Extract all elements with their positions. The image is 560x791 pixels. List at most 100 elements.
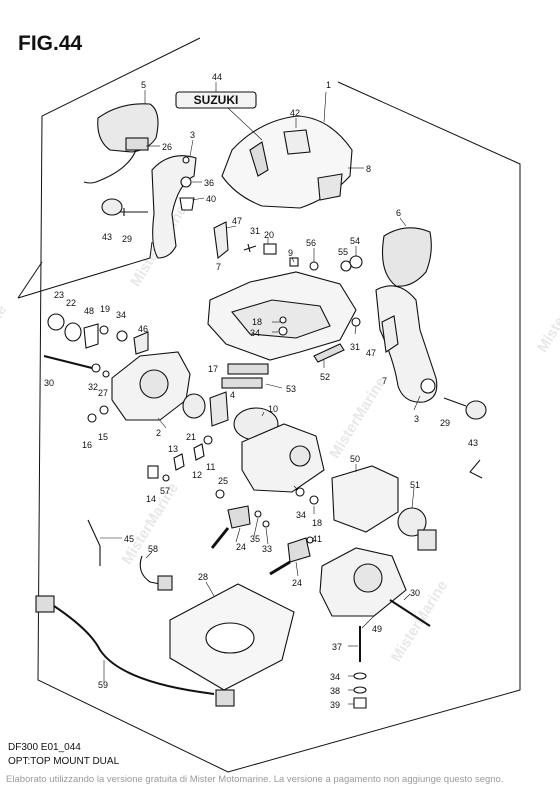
callout-48: 48 bbox=[84, 306, 94, 316]
callout-14: 14 bbox=[146, 494, 156, 504]
washer-56 bbox=[309, 261, 319, 271]
callout-27: 27 bbox=[98, 388, 108, 398]
pin-27 bbox=[102, 370, 110, 378]
handle-cap-right bbox=[381, 227, 432, 287]
callout-21: 21 bbox=[186, 432, 196, 442]
harness-58-connector bbox=[157, 575, 173, 591]
callout-59: 59 bbox=[98, 680, 108, 690]
leader-lines bbox=[100, 82, 421, 705]
control-lever-right bbox=[375, 285, 438, 403]
callout-7-left: 7 bbox=[216, 262, 221, 272]
callout-33: 33 bbox=[262, 544, 272, 554]
cable-tie-45 bbox=[87, 519, 101, 566]
rubber-pad-17 bbox=[227, 363, 269, 375]
callout-5: 5 bbox=[141, 80, 146, 90]
screw-29-right bbox=[443, 397, 467, 407]
model-code: DF300 E01_044 bbox=[8, 742, 81, 753]
callout-18-mid: 18 bbox=[312, 518, 322, 528]
callout-34-top: 34 bbox=[250, 328, 260, 338]
callout-53: 53 bbox=[286, 384, 296, 394]
callout-34-bottom: 34 bbox=[330, 672, 340, 682]
callout-24-a: 24 bbox=[236, 542, 246, 552]
grommet-right bbox=[465, 400, 487, 420]
bolt-40 bbox=[179, 197, 195, 211]
callout-labels: 1 2 3 3 4 5 6 7 7 8 9 10 11 12 13 14 15 … bbox=[44, 72, 478, 710]
detent-plate-left bbox=[213, 221, 229, 260]
control-housing-right bbox=[331, 465, 399, 533]
harness-59-connector-a bbox=[35, 595, 55, 613]
callout-17: 17 bbox=[208, 364, 218, 374]
pin-12 bbox=[193, 443, 205, 461]
neutral-switch-24b bbox=[287, 537, 311, 563]
screw-31-right bbox=[351, 317, 361, 327]
clip-48 bbox=[83, 323, 99, 349]
callout-9: 9 bbox=[288, 248, 293, 258]
callout-3-right: 3 bbox=[414, 414, 419, 424]
detent-plate-right bbox=[381, 315, 399, 353]
callout-26: 26 bbox=[162, 142, 172, 152]
figure-title: FIG.44 bbox=[18, 32, 83, 55]
suzuki-badge: SUZUKI bbox=[175, 91, 257, 109]
callout-30-left: 30 bbox=[44, 378, 54, 388]
harness-59-connector-b bbox=[215, 689, 235, 707]
callout-57: 57 bbox=[160, 486, 170, 496]
callout-31-left: 31 bbox=[250, 226, 260, 236]
callout-45: 45 bbox=[124, 534, 134, 544]
callout-40: 40 bbox=[206, 194, 216, 204]
callout-23: 23 bbox=[54, 290, 64, 300]
callout-28: 28 bbox=[198, 572, 208, 582]
shaft-51 bbox=[417, 529, 437, 551]
screw-33 bbox=[262, 520, 270, 528]
trim-switch-harness bbox=[83, 137, 149, 184]
callout-13: 13 bbox=[168, 444, 178, 454]
callout-43-right: 43 bbox=[468, 438, 478, 448]
switch-14 bbox=[147, 465, 159, 479]
callout-58: 58 bbox=[148, 544, 158, 554]
gear-21 bbox=[182, 393, 206, 419]
callout-8: 8 bbox=[366, 164, 371, 174]
switch-wire-b bbox=[269, 560, 291, 576]
callout-41: 41 bbox=[312, 534, 322, 544]
nut-20 bbox=[263, 243, 277, 255]
harness-58 bbox=[139, 555, 161, 585]
callout-50: 50 bbox=[350, 454, 360, 464]
callout-38: 38 bbox=[330, 686, 340, 696]
screw-31-left bbox=[243, 243, 257, 253]
switch-wire bbox=[210, 527, 230, 549]
callout-39: 39 bbox=[330, 700, 340, 710]
callout-25: 25 bbox=[218, 476, 228, 486]
callout-29-right: 29 bbox=[440, 418, 450, 428]
callout-6: 6 bbox=[396, 208, 401, 218]
screw-18-mid bbox=[309, 495, 319, 505]
pin-19 bbox=[99, 325, 109, 335]
housing-bore-left bbox=[139, 369, 169, 399]
washer-35 bbox=[254, 510, 262, 518]
nut-39 bbox=[353, 697, 367, 709]
lever-hub-right bbox=[420, 378, 436, 394]
screw-16 bbox=[87, 413, 97, 423]
callout-34-left: 34 bbox=[116, 310, 126, 320]
callout-51: 51 bbox=[410, 480, 420, 490]
top-cover bbox=[221, 115, 353, 209]
callout-32: 32 bbox=[88, 382, 98, 392]
callout-19: 19 bbox=[100, 304, 110, 314]
rubber-pad-53 bbox=[221, 377, 263, 389]
spring-46 bbox=[133, 331, 149, 355]
control-housing-center bbox=[241, 423, 325, 493]
screw-57 bbox=[162, 474, 170, 482]
washer-36 bbox=[180, 176, 192, 188]
neutral-switch-24 bbox=[227, 505, 251, 529]
callout-44: 44 bbox=[212, 72, 222, 82]
gear-4 bbox=[209, 391, 229, 427]
badge-text: SUZUKI bbox=[194, 93, 239, 107]
callout-1: 1 bbox=[326, 80, 331, 90]
callout-24-b: 24 bbox=[292, 578, 302, 588]
callout-56: 56 bbox=[306, 238, 316, 248]
callout-18-top: 18 bbox=[252, 317, 262, 327]
callout-29-left: 29 bbox=[122, 234, 132, 244]
watermark-text: MisterMarine bbox=[326, 374, 389, 461]
callout-7-right: 7 bbox=[382, 376, 387, 386]
ring-23 bbox=[47, 313, 65, 331]
